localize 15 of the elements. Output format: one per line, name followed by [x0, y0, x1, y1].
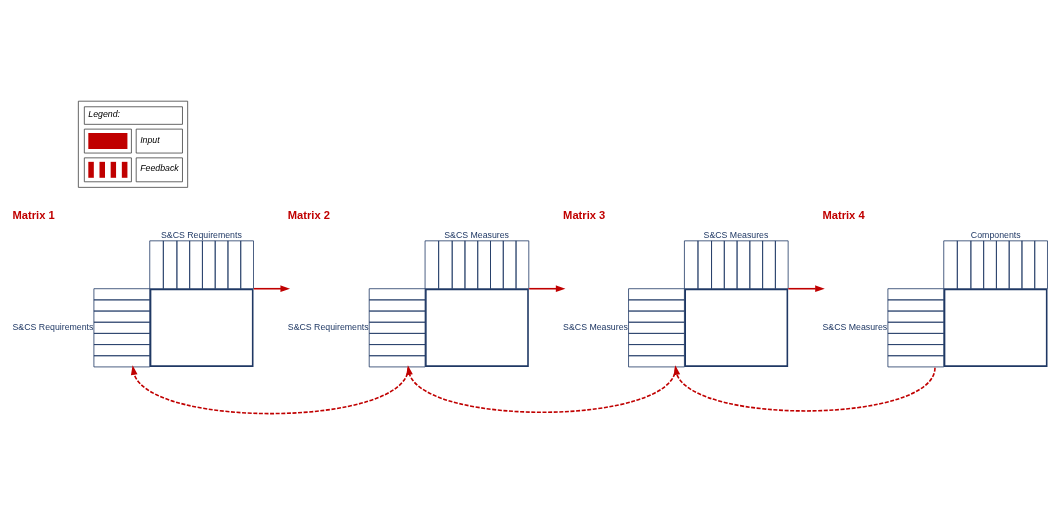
- node-label: Components: [970, 229, 1021, 240]
- legend-label: Feedback: [140, 162, 179, 173]
- node-label: Matrix 1: [12, 208, 55, 221]
- node-label: Matrix 2: [287, 208, 330, 221]
- node-label: S&CS Measures: [563, 321, 628, 332]
- node-label: S&CS Requirements: [160, 229, 242, 240]
- node-label: S&CS Measures: [703, 229, 769, 240]
- node-label: Matrix 3: [563, 208, 606, 221]
- label: Legend:: [88, 108, 121, 119]
- node-label: Matrix 4: [822, 208, 865, 221]
- node-label: S&CS Requirements: [12, 321, 94, 332]
- node-label: S&CS Measures: [822, 321, 888, 332]
- node-label: S&CS Measures: [444, 229, 510, 240]
- node-label: S&CS Requirements: [287, 321, 369, 332]
- legend-label: Input: [140, 134, 160, 145]
